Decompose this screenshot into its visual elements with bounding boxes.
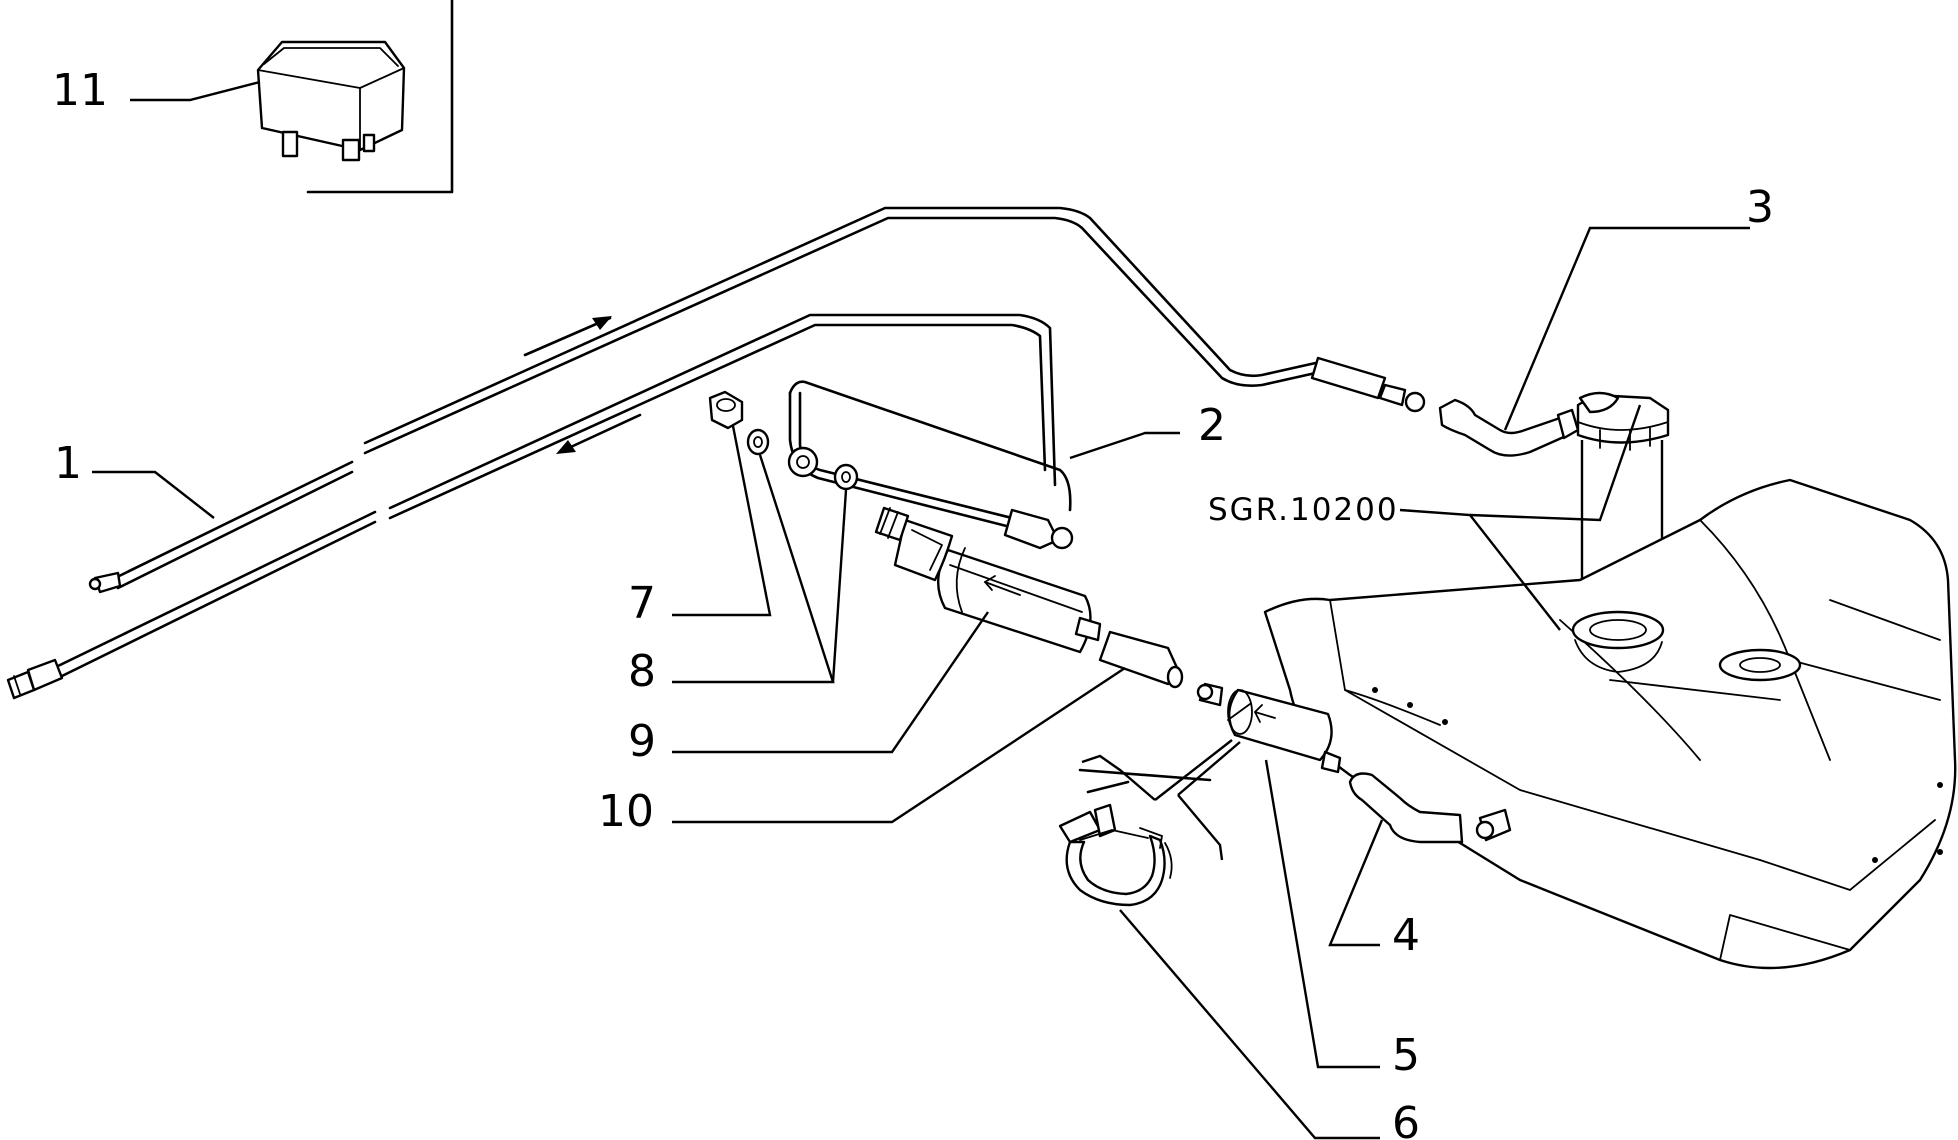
- hose-part-3[interactable]: [1438, 398, 1580, 457]
- callout-4: 4: [1392, 910, 1420, 961]
- leader-lines: [92, 80, 1750, 1140]
- clamp-part-6[interactable]: [1058, 768, 1212, 907]
- inset-frame: [306, 0, 454, 194]
- callout-labels: 11 1 2 3 SGR.10200 7 8 9 10 4 5 6: [52, 65, 1774, 1140]
- assembly-guide-lines: [1081, 739, 1241, 861]
- reference-code: SGR.10200: [1208, 492, 1399, 528]
- relay-part[interactable]: [256, 40, 406, 162]
- washers-part-8[interactable]: [746, 428, 859, 491]
- callout-10: 10: [598, 786, 654, 837]
- callout-11: 11: [52, 65, 108, 116]
- fuel-pump-part-9[interactable]: [874, 506, 1102, 654]
- callout-6: 6: [1392, 1098, 1420, 1140]
- fuel-tank[interactable]: [1263, 478, 1957, 970]
- hose-part-4[interactable]: [1348, 772, 1512, 844]
- callout-3: 3: [1746, 182, 1774, 233]
- callout-1: 1: [54, 438, 82, 489]
- callout-5: 5: [1392, 1030, 1420, 1081]
- callout-7: 7: [628, 578, 656, 629]
- pipe-banjo-part[interactable]: [787, 380, 1074, 550]
- fuel-pipes-part[interactable]: [6, 206, 1426, 700]
- nut-part-7[interactable]: [708, 390, 744, 430]
- callout-2: 2: [1198, 400, 1226, 451]
- hose-part-10[interactable]: [1098, 630, 1184, 689]
- callout-9: 9: [628, 716, 656, 767]
- callout-8: 8: [628, 646, 656, 697]
- fuel-filter-part-5[interactable]: [1196, 682, 1342, 774]
